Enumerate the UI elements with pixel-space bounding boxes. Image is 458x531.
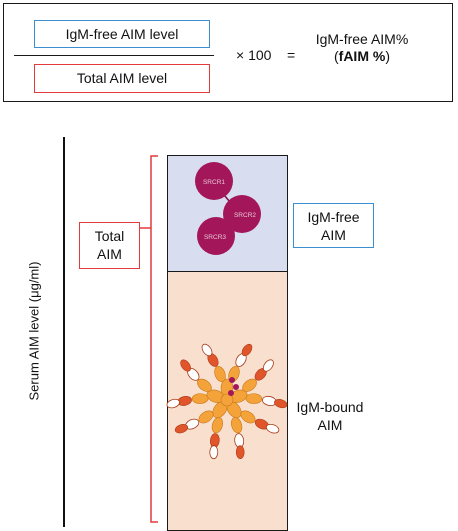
srcr3-label: SRCR3	[204, 234, 226, 241]
result-line1: IgM-free AIM%	[315, 31, 409, 47]
y-axis-line	[63, 137, 65, 527]
numerator-box: IgM-free AIM level	[34, 20, 210, 48]
result-close: )	[385, 48, 390, 64]
free-label-line2: AIM	[321, 227, 346, 243]
srcr1-label: SRCR1	[203, 179, 225, 186]
multiplier-text: × 100	[236, 47, 272, 63]
denominator-box: Total AIM level	[34, 64, 210, 93]
bound-label-line2: AIM	[317, 417, 343, 433]
formula-panel: IgM-free AIM level Total AIM level × 100…	[3, 3, 453, 102]
igm-free-aim-label: IgM-free AIM	[293, 203, 374, 248]
y-axis-label: Serum AIM level (μg/ml)	[26, 261, 42, 401]
result-line2: (fAIM %)	[304, 48, 420, 65]
igm-pentamer-icon	[165, 343, 289, 462]
srcr2-label: SRCR2	[234, 212, 256, 219]
total-aim-line2: AIM	[97, 246, 122, 262]
aim-molecule: SRCR1 SRCR2 SRCR3	[195, 162, 261, 255]
bound-label-line1: IgM-bound	[296, 399, 364, 415]
equals-sign: =	[287, 47, 296, 63]
result-bold: fAIM %	[338, 48, 386, 64]
igm-bound-aim-label: IgM-bound AIM	[290, 398, 370, 434]
total-bracket	[140, 155, 158, 523]
total-aim-line1: Total	[94, 228, 125, 244]
result-text: IgM-free AIM% (fAIM %)	[304, 31, 420, 65]
fraction-bar	[14, 55, 214, 56]
total-aim-label: Total AIM	[79, 222, 140, 269]
free-label-line1: IgM-free	[307, 209, 360, 225]
result-open: (	[333, 48, 339, 64]
